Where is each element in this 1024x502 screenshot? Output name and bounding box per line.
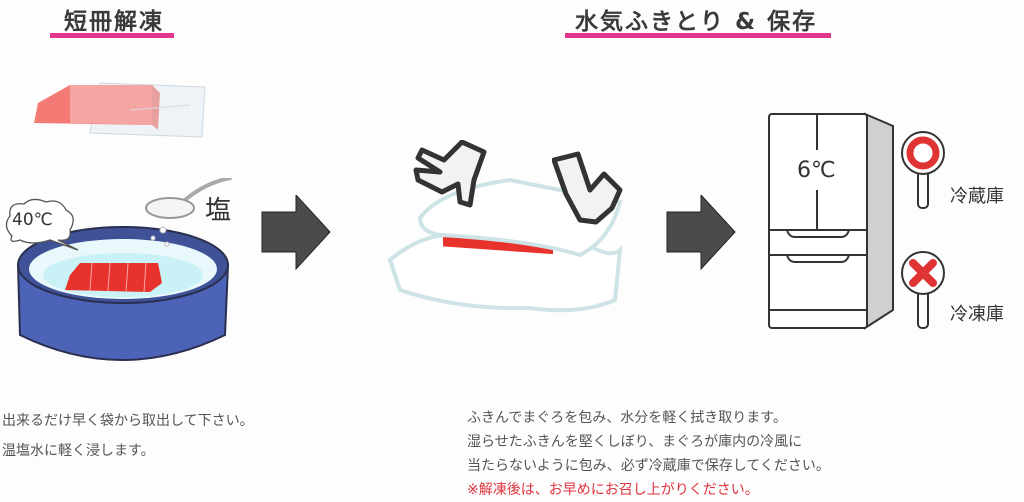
temperature-bubble: 40℃ xyxy=(2,196,82,252)
frozen-tuna-bag-illustration xyxy=(30,75,210,140)
freezer-ng-label: 冷凍庫 xyxy=(950,304,1004,325)
wipe-store-heading-underline xyxy=(565,33,831,38)
right-arrow-icon xyxy=(260,195,332,270)
wipe-store-description-line-2: 湿らせたふきんを堅くしぼり、まぐろが庫内の冷風に xyxy=(467,434,803,450)
fridge-temperature-label: 6℃ xyxy=(797,158,836,183)
wipe-store-description-line-3: 当たらないように包み、必ず冷蔵庫で保存してください。 xyxy=(467,458,830,474)
eat-soon-warning: ※解凍後は、お早めにお召し上がりください。 xyxy=(467,482,759,498)
thaw-description-line-1: 出来るだけ早く袋から取出して下さい。 xyxy=(2,413,254,429)
right-arrow-icon-2 xyxy=(665,195,737,270)
thaw-description: 出来るだけ早く袋から取出して下さい。 温塩水に軽く浸します。 xyxy=(2,406,254,466)
water-temperature-label: 40℃ xyxy=(12,210,53,230)
refrigerator-illustration: 6℃ xyxy=(765,112,900,332)
wipe-store-description: ふきんでまぐろを包み、水分を軽く拭き取ります。 湿らせたふきんを堅くしぼり、まぐ… xyxy=(467,406,830,502)
thaw-description-line-2: 温塩水に軽く浸します。 xyxy=(2,443,155,459)
refrigerator-ok-label: 冷蔵庫 xyxy=(950,186,1004,207)
circle-ok-icon xyxy=(900,130,946,210)
wipe-store-description-line-1: ふきんでまぐろを包み、水分を軽く拭き取ります。 xyxy=(467,410,787,426)
thaw-heading-underline xyxy=(50,33,174,38)
right-glove-icon xyxy=(552,150,627,225)
thaw-heading: 短冊解凍 xyxy=(64,9,164,35)
salt-spoon-illustration xyxy=(145,178,235,253)
wipe-store-heading: 水気ふきとり & 保存 xyxy=(575,9,818,35)
salt-label: 塩 xyxy=(205,196,232,226)
left-glove-icon xyxy=(412,140,487,210)
cross-ng-icon xyxy=(900,250,946,330)
